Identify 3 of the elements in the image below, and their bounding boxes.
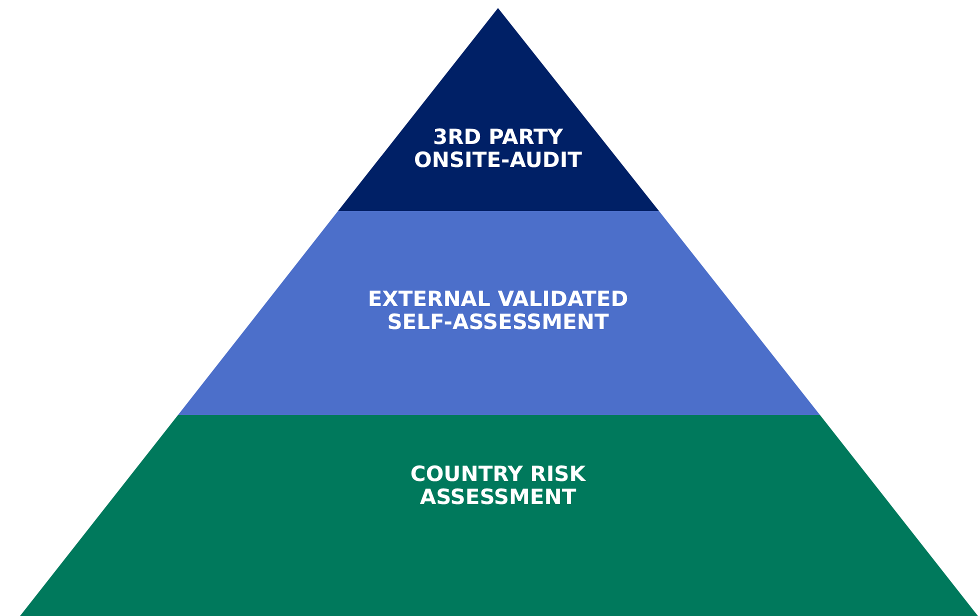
tier-label: COUNTRY RISK ASSESSMENT [409, 463, 587, 509]
tier-label: 3RD PARTY ONSITE-AUDIT [413, 126, 583, 172]
tier-label: EXTERNAL VALIDATED SELF-ASSESSMENT [366, 288, 630, 334]
